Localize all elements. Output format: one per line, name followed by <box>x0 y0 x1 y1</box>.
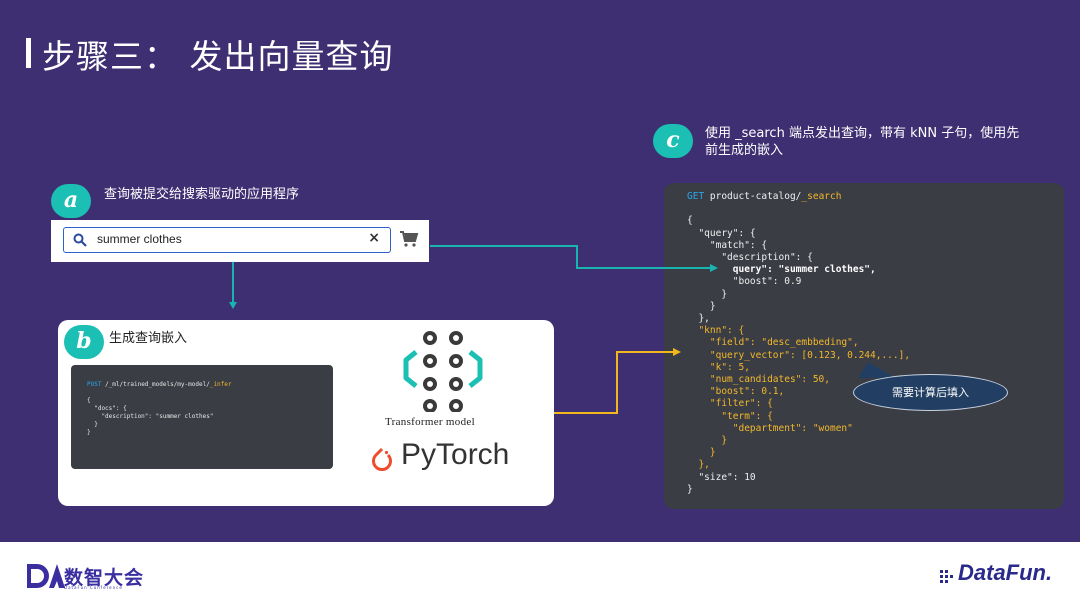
title-accent-bar <box>26 38 31 68</box>
step-b-badge: b <box>64 325 104 359</box>
search-method: GET <box>687 191 705 202</box>
step-c-text-line2: 前生成的嵌入 <box>705 143 784 158</box>
cart-icon[interactable] <box>399 230 419 248</box>
arrow-search-to-query <box>430 245 718 272</box>
pytorch-label: PyTorch <box>401 438 510 471</box>
step-c-badge: c <box>653 124 693 158</box>
search-bar: summer clothes × <box>51 220 429 262</box>
search-query-text: summer clothes <box>97 232 182 246</box>
page-title: 步骤三： 发出向量查询 <box>42 37 394 76</box>
knn-block: "knn": { "field": "desc_embbeding", "que… <box>698 325 911 471</box>
infer-body: { "docs": { "description": "summer cloth… <box>87 397 214 436</box>
model-label: Transformer model <box>385 416 475 428</box>
step-c-text-line1: 使用 _search 端点发出查询，带有 kNN 子句，使用先 <box>705 126 1020 141</box>
infer-endpoint: _infer <box>209 381 232 388</box>
footer-right-logo: DataFun. <box>958 560 1053 585</box>
callout-bubble: 需要计算后填入 <box>853 374 1008 411</box>
clear-icon[interactable]: × <box>368 230 380 246</box>
infer-path: /_ml/trained_models/my-model/ <box>101 381 210 388</box>
size-block: "size": 10 } <box>687 471 756 495</box>
infer-method: POST <box>87 381 102 388</box>
arrow-embedding-to-knn <box>554 348 681 414</box>
step-a-text: 查询被提交给搜索驱动的应用程序 <box>104 187 300 202</box>
slide: 步骤三： 发出向量查询 a 查询被提交给搜索驱动的应用程序 summer clo… <box>0 0 1080 542</box>
step-b-text: 生成查询嵌入 <box>109 331 188 346</box>
datafun-conference-logo-icon <box>27 564 65 588</box>
search-request-code: GET product-catalog/_search { "query": {… <box>664 183 1064 509</box>
embedding-panel: POST /_ml/trained_models/my-model/_infer… <box>58 320 554 506</box>
flow-arrows <box>229 245 718 414</box>
query-block: { "query": { "match": { "description": { <box>687 215 813 264</box>
footer: 数智大会 DataFun Conference DataFun. <box>0 542 1080 607</box>
arrow-search-to-embedding <box>229 262 237 309</box>
step-a-badge: a <box>51 184 91 218</box>
search-endpoint: _search <box>801 191 842 202</box>
search-input[interactable]: summer clothes × <box>63 227 391 253</box>
footer-left-logo-sub: DataFun Conference <box>64 585 123 590</box>
search-icon <box>73 233 87 247</box>
footer-left-logo: 数智大会 <box>64 567 145 589</box>
pytorch-logo-icon <box>372 447 392 471</box>
infer-request-code: POST /_ml/trained_models/my-model/_infer… <box>71 365 333 469</box>
search-path: product-catalog/ <box>704 191 802 202</box>
query-rest: "boost": 0.9 } } }, <box>698 276 802 325</box>
transformer-model-icon <box>403 331 483 412</box>
callout-pointer <box>858 362 896 378</box>
query-field-line: query": "summer clothes", <box>687 264 876 276</box>
datafun-dots-icon <box>940 570 953 583</box>
